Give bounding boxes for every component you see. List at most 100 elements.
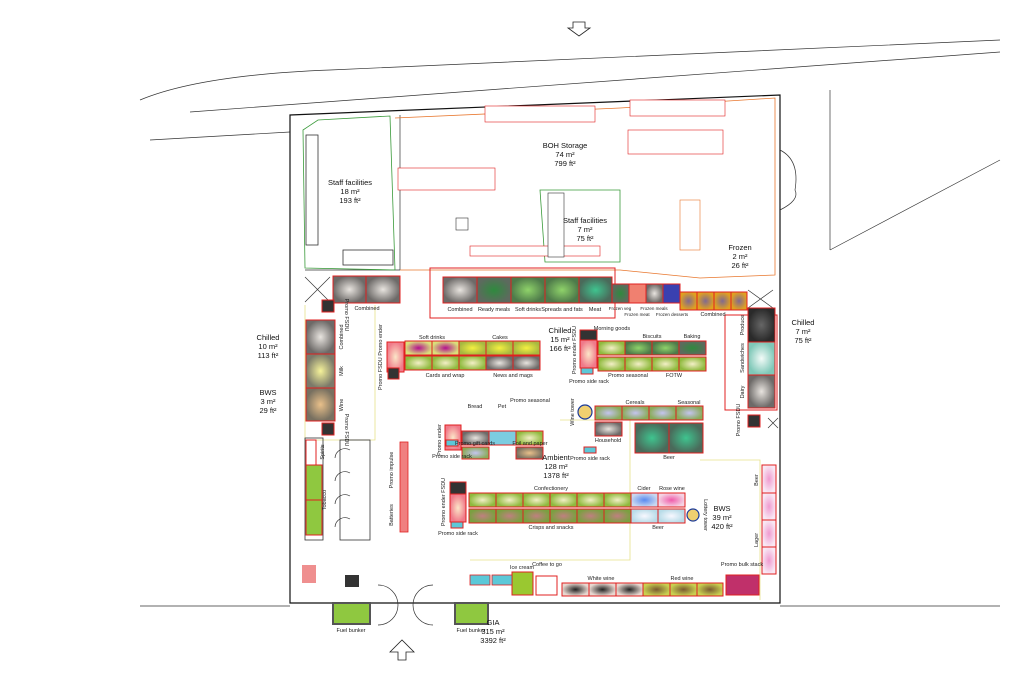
bay-spreads <box>544 276 580 304</box>
label-bread: Bread <box>468 404 483 410</box>
label-cakes: Cakes <box>492 335 508 341</box>
column-icon <box>767 417 779 429</box>
label-promo-fsdu: Promo FSDU <box>343 299 349 332</box>
right-wall-chilled <box>724 307 778 428</box>
bay-produce <box>747 307 776 343</box>
label-fotw: FOTW <box>666 373 683 379</box>
bay-combined-left <box>365 275 401 304</box>
front-wall-units <box>332 571 760 626</box>
fuel-bunker-unit <box>454 602 489 625</box>
label-sandwiches: Sandwiches <box>740 343 746 373</box>
label-ready-meals: Ready meals <box>478 307 510 313</box>
label-promo-ender: Promo ender FSDU <box>572 326 578 374</box>
bay-milk <box>305 353 336 389</box>
bay-soft-drinks <box>510 276 546 304</box>
label-promo-impulse: Promo impulse <box>389 452 395 489</box>
label-promo-side-rack: Promo side rack <box>569 379 609 385</box>
label-promo-ender: Promo ender FSDU <box>441 478 447 526</box>
label-cider: Cider <box>637 486 650 492</box>
label-soft-drinks: Soft drinks <box>419 335 445 341</box>
gondola-soft-drinks <box>386 340 541 380</box>
label-produce: Produce <box>740 315 746 336</box>
label-promo-gift-cards: Promo gift cards <box>455 441 495 447</box>
label-promo-side-rack: Promo side rack <box>432 454 472 460</box>
bay-frozen-meals <box>645 283 664 304</box>
label-fuel-bunker: Fuel bunker <box>336 628 365 634</box>
gondola-cereals <box>577 404 704 454</box>
north-arrow-icon <box>566 21 592 37</box>
bay-meat <box>578 276 613 304</box>
label-promo-seasonal: Promo seasonal <box>510 398 550 404</box>
label-beer: Beer <box>754 474 760 486</box>
staff-facilities-boundary <box>302 115 396 271</box>
label-promo-ender: Promo FSDU Promo ender <box>378 324 384 390</box>
gondola-bread <box>444 424 544 460</box>
gondola-confectionery <box>449 481 700 529</box>
label-wine: Wine <box>339 399 345 412</box>
site-boundary <box>139 39 1001 607</box>
bay-combined-wall <box>305 319 336 355</box>
label-frozen-meals: Frozen meals <box>640 306 668 311</box>
wine-tower-unit <box>577 404 593 420</box>
fuel-bunker-unit <box>332 602 371 625</box>
column-icon <box>304 276 331 303</box>
label-crisps-snacks: Crisps and snacks <box>529 525 574 531</box>
entrance-doors <box>377 584 434 626</box>
bay-combined-frozen <box>679 291 698 311</box>
label-promo-fsdu: Promo FSDU <box>736 404 742 437</box>
label-biscuits: Biscuits <box>643 334 662 340</box>
bay-wine <box>305 387 336 422</box>
label-spreads-fats: Spreads and fats <box>541 307 583 313</box>
bay-combined <box>442 276 478 304</box>
label-meat: Meat <box>589 307 602 313</box>
label-lager: Lager <box>754 533 760 547</box>
label-baking: Baking <box>684 334 701 340</box>
label-soft-drinks: Soft drinks <box>515 307 541 313</box>
left-wall-chilled <box>305 299 336 436</box>
label-combined: Combined <box>447 307 472 313</box>
label-fuel-bunker: Fuel bunker <box>456 628 485 634</box>
label-promo-seasonal: Promo seasonal <box>608 373 648 379</box>
label-dairy: Dairy <box>740 385 746 398</box>
boh-storage-boundary <box>394 97 776 279</box>
label-batteries: Batteries <box>389 504 395 526</box>
fixture-labels: Combined Combined Ready meals Soft drink… <box>320 299 763 634</box>
promo-fsdu-unit <box>747 414 761 428</box>
label-promo-ender: Promo ender <box>437 424 443 456</box>
label-promo-side-rack: Promo side rack <box>438 531 478 537</box>
label-news-mags: News and mags <box>493 373 533 379</box>
label-ice-cream: Ice cream <box>510 565 535 571</box>
bay-combined-frozen <box>713 291 732 311</box>
label-promo-fsdu: Promo FSDU <box>343 414 349 447</box>
label-combined-frozen: Combined <box>700 312 725 318</box>
label-household: Household <box>595 438 621 444</box>
label-beer: Beer <box>652 525 664 531</box>
bay-dairy <box>747 374 776 409</box>
label-frozen-meat: Frozen meat <box>624 312 650 317</box>
label-coffee-to-go: Coffee to go <box>532 562 562 568</box>
bay-sandwiches <box>747 341 776 376</box>
bay-combined-left <box>332 275 367 304</box>
label-milk: Milk <box>339 366 345 376</box>
bws-boundary <box>700 459 761 600</box>
label-wine-tower: Wine tower <box>570 398 576 426</box>
promo-fsdu-unit <box>321 422 335 436</box>
staff-small-boundary <box>539 189 621 263</box>
label-cards-wrap: Cards and wrap <box>426 373 465 379</box>
bay-frozen-desserts <box>662 283 681 304</box>
label-promo-bulk-stack: Promo bulk stack <box>721 562 763 568</box>
label-white-wine: White wine <box>588 576 615 582</box>
label-promo-side-rack: Promo side rack <box>570 456 610 462</box>
label-combined: Combined <box>354 306 379 312</box>
label-lottery-tower: Lottery tower <box>702 499 708 531</box>
column-icon <box>747 289 774 309</box>
